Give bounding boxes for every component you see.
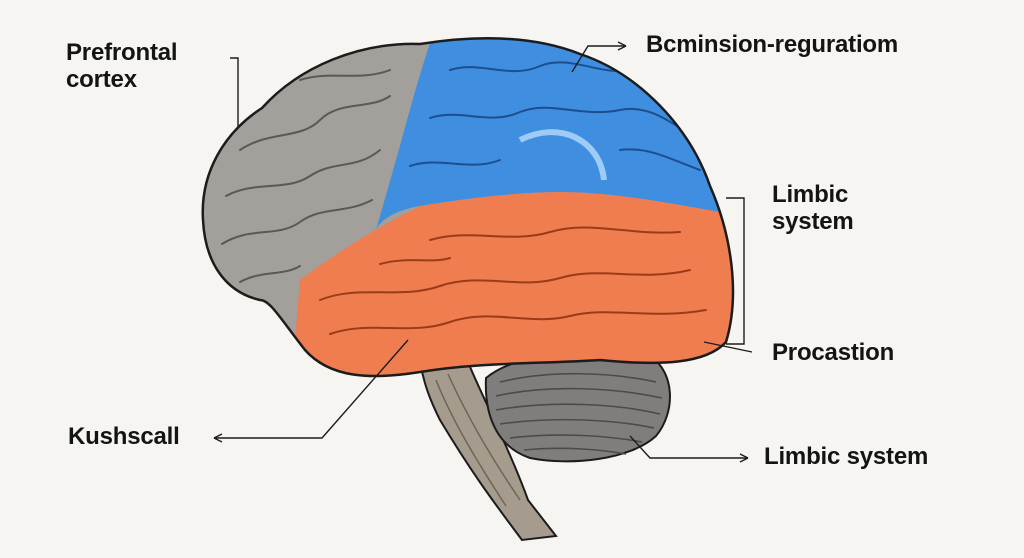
orange-region — [290, 192, 733, 377]
label-kushscall: Kushscall — [68, 423, 180, 450]
leader-lines — [213, 41, 753, 463]
leader-kushscall — [214, 339, 409, 439]
leader-limbic-upper — [726, 197, 745, 345]
leader-procastion — [703, 341, 753, 353]
label-prefrontal-cortex: Prefrontal cortex — [66, 39, 178, 93]
label-limbic-system-lower: Limbic system — [764, 443, 929, 470]
label-top-right: Bcminsion-reguratiom — [646, 31, 899, 58]
cerebrum-outline — [201, 37, 735, 378]
leader-top-right — [571, 45, 626, 73]
label-limbic-system-upper: Limbic system — [772, 181, 854, 235]
leader-limbic-lower — [629, 435, 748, 459]
leader-prefrontal — [230, 57, 239, 128]
label-procastion: Procastion — [772, 339, 895, 366]
